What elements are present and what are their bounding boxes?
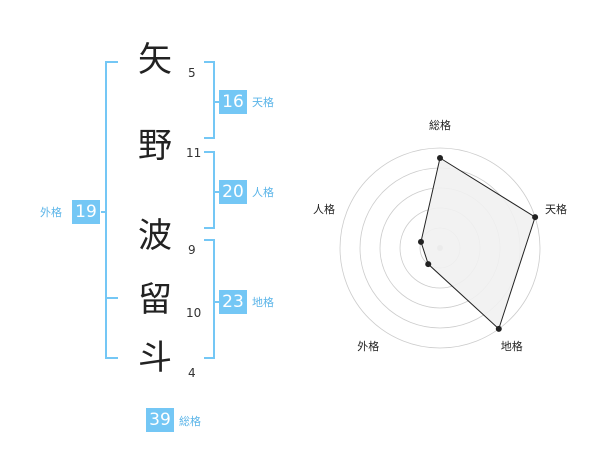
radar-point-gai — [425, 261, 432, 268]
soukaku-label: 総格 — [179, 415, 201, 428]
stroke-count-5: 4 — [188, 366, 196, 380]
radar-point-chi — [495, 325, 502, 332]
gaikaku-value: 19 — [72, 200, 100, 224]
name-char-2: 野 — [138, 126, 172, 166]
jinkaku-bracket — [204, 151, 215, 229]
radar-label-jinkaku: 人格 — [312, 203, 335, 217]
chikaku-label: 地格 — [252, 296, 274, 309]
jinkaku-value: 20 — [219, 180, 247, 204]
tenkaku-value: 16 — [219, 90, 247, 114]
radar-ring — [339, 147, 541, 349]
soukaku-value: 39 — [146, 408, 174, 432]
radar-point-jin — [417, 238, 424, 245]
name-char-5: 斗 — [138, 338, 172, 378]
radar-point-sou — [437, 155, 443, 161]
radar-label-chikaku: 地格 — [500, 339, 523, 353]
stroke-count-3: 9 — [188, 243, 196, 257]
stroke-count-2: 11 — [186, 146, 202, 160]
gaikaku-bracket — [105, 61, 118, 359]
stroke-count-1: 5 — [188, 66, 196, 80]
radar-label-tenkaku: 天格 — [545, 203, 568, 217]
radar-polygon — [420, 157, 536, 330]
tenkaku-label: 天格 — [252, 96, 274, 109]
chikaku-value: 23 — [219, 290, 247, 314]
gaikaku-label: 外格 — [40, 206, 62, 219]
stroke-count-4: 10 — [186, 306, 202, 320]
jinkaku-label: 人格 — [252, 186, 274, 199]
chikaku-bracket — [204, 239, 215, 359]
radar-point-ten — [532, 214, 539, 221]
name-char-1: 矢 — [138, 40, 172, 80]
radar-label-soukaku: 総格 — [429, 119, 451, 132]
name-char-3: 波 — [138, 216, 172, 256]
name-char-4: 留 — [138, 280, 172, 320]
tenkaku-bracket — [204, 61, 215, 139]
radar-label-gaikaku: 外格 — [357, 339, 380, 353]
